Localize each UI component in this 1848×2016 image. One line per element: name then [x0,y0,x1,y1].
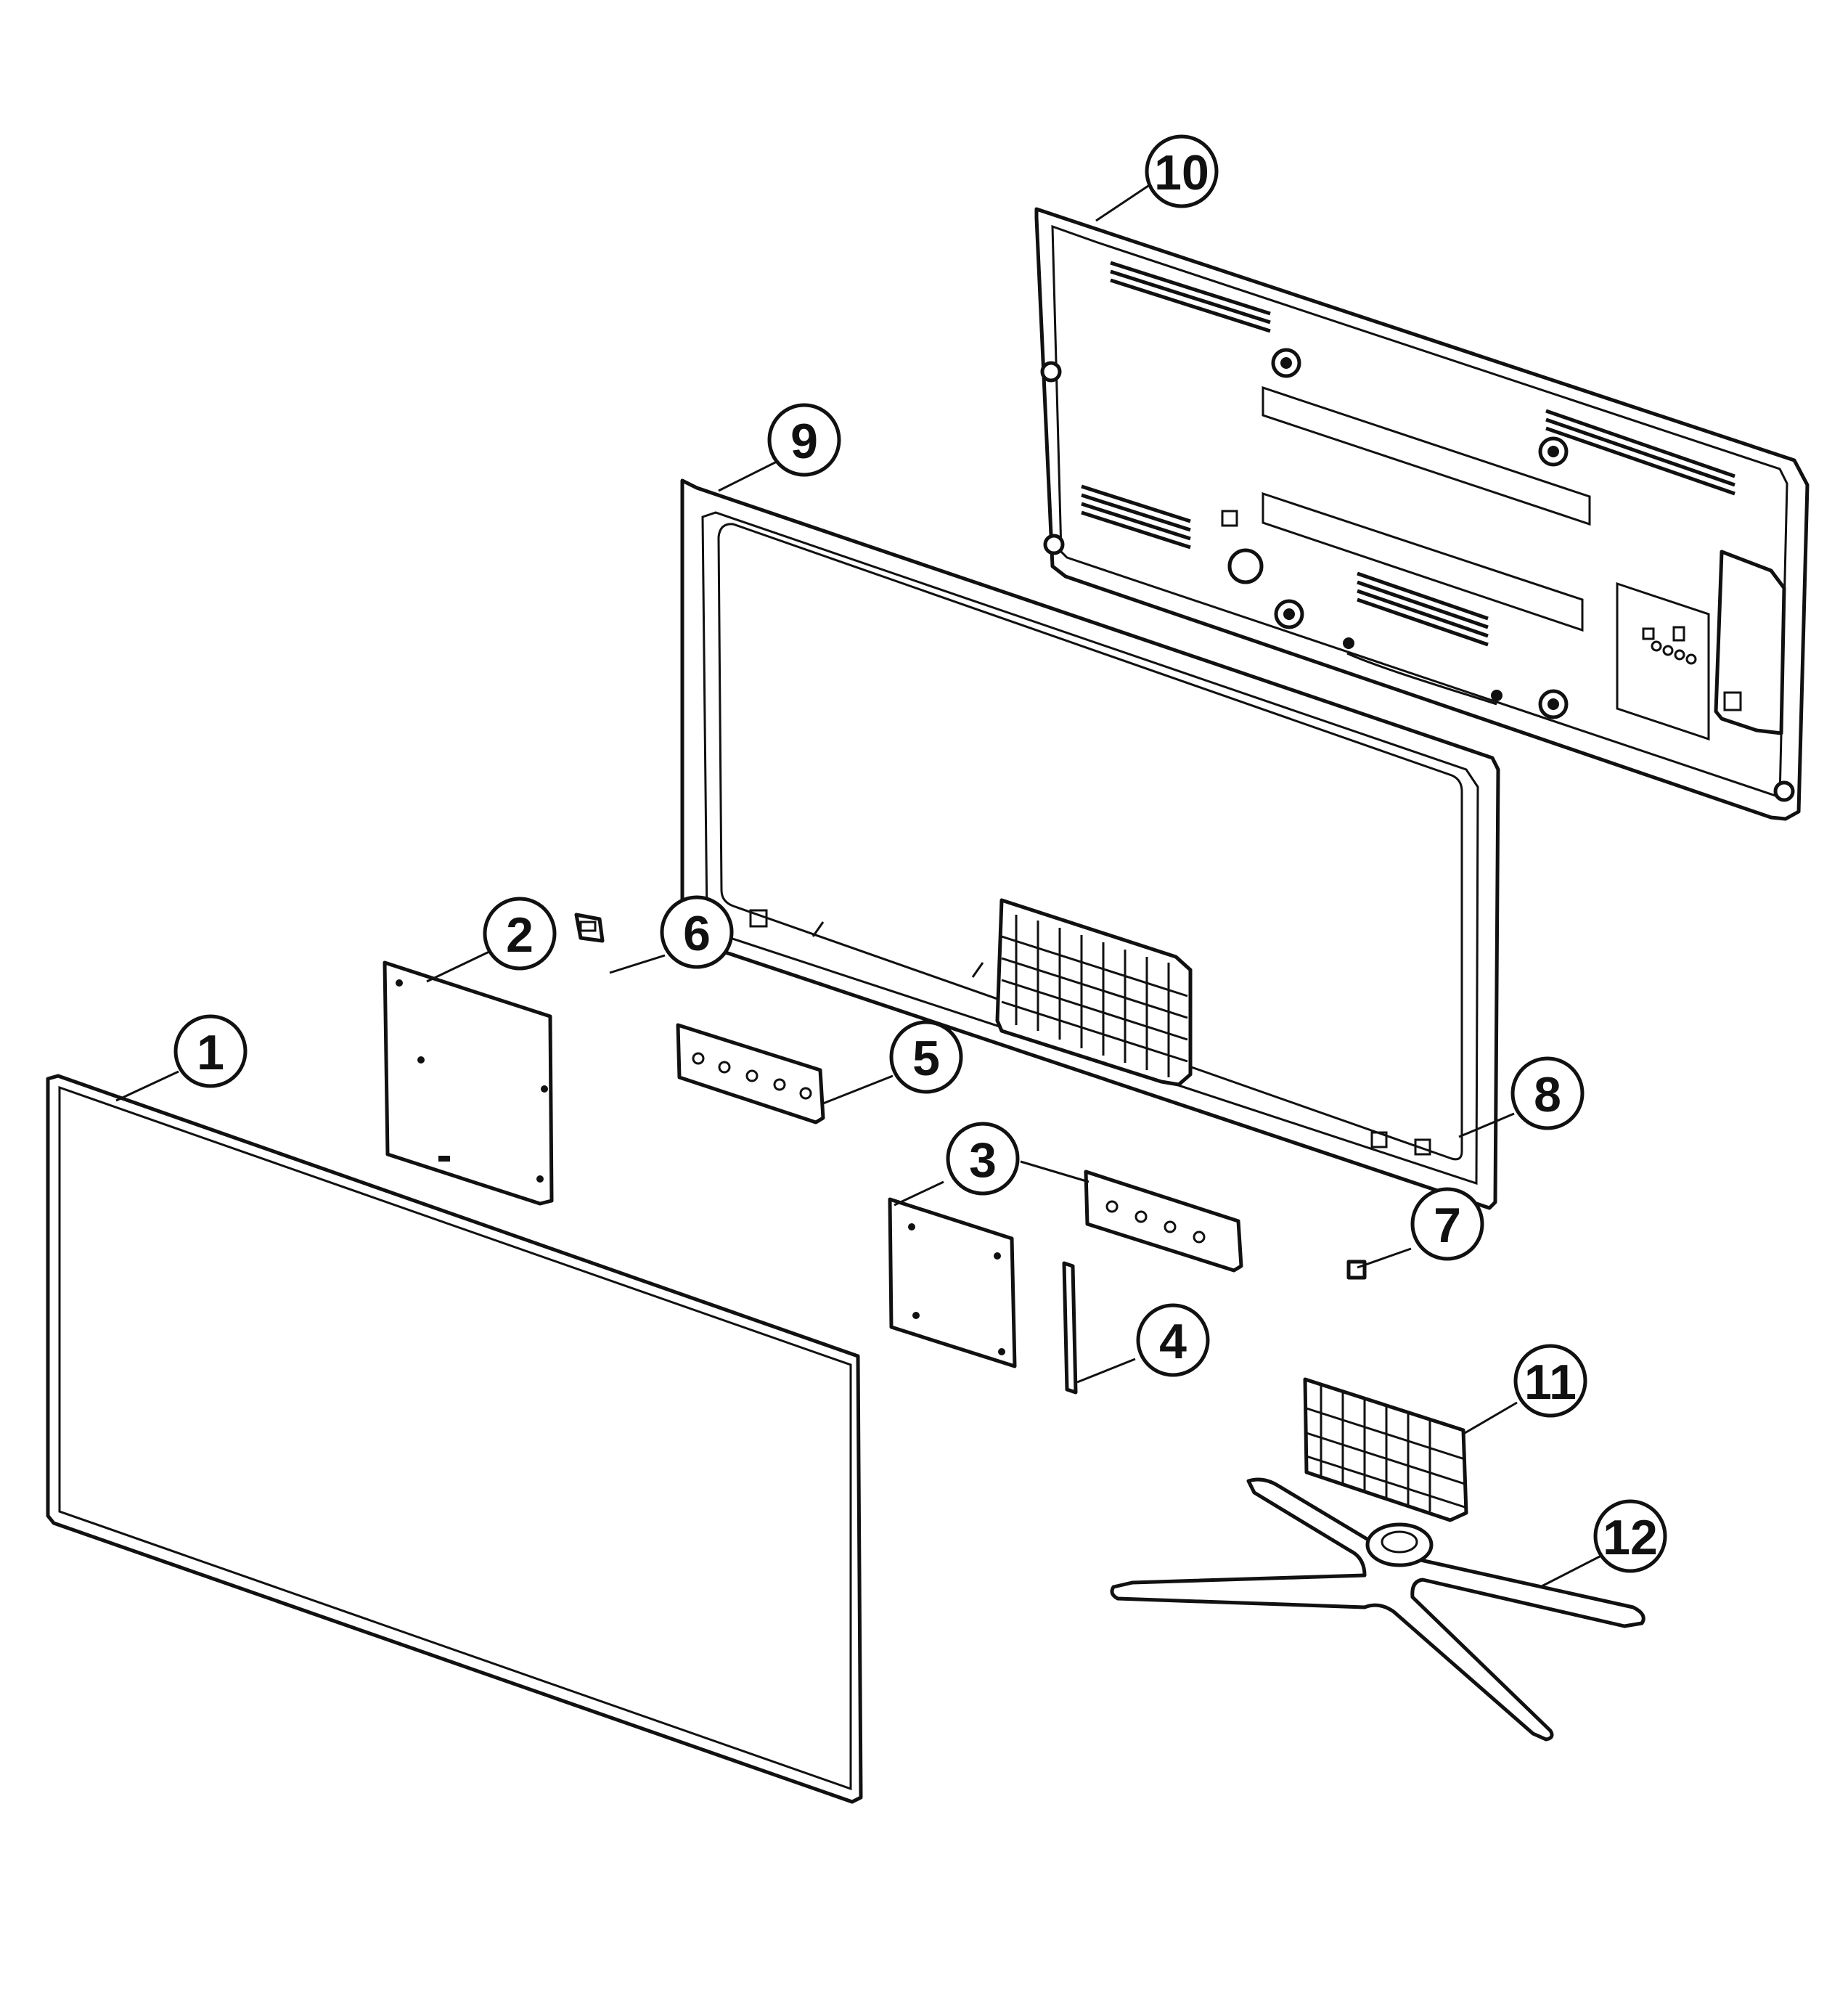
callout-8: 8 [1510,1056,1585,1130]
callout-2-label: 2 [506,907,533,963]
callout-10: 10 [1145,134,1219,208]
board-3-part [888,1170,1243,1368]
callout-10-label: 10 [1154,145,1209,200]
rear-cover-part [1034,207,1810,821]
callout-3: 3 [946,1122,1020,1196]
callout-11: 11 [1513,1344,1587,1418]
callout-11-label: 11 [1524,1355,1577,1410]
callout-4-label: 4 [1159,1314,1187,1369]
vent-slats [1081,261,1735,647]
callout-6: 6 [660,895,734,969]
callout-1: 1 [173,1014,248,1088]
callout-3-label: 3 [969,1133,997,1188]
rail-5-part [676,1023,825,1125]
strip-4-part [1062,1261,1078,1395]
clip-7-part [1346,1260,1367,1280]
callout-9: 9 [767,403,841,477]
frame-stand-mount [995,898,1193,1087]
callout-1-label: 1 [197,1025,224,1080]
callout-6-label: 6 [683,906,711,961]
callout-8-label: 8 [1534,1067,1561,1122]
callout-4: 4 [1136,1303,1210,1377]
callout-12-label: 12 [1603,1510,1658,1565]
callout-5: 5 [889,1020,963,1094]
stand-base-part [1110,1477,1645,1742]
display-panel-part [46,1074,863,1804]
callout-12: 12 [1593,1499,1667,1573]
leader-lines [115,184,1600,1588]
main-board-part [383,960,554,1206]
callout-7-label: 7 [1434,1198,1461,1253]
callout-5-label: 5 [912,1031,940,1086]
small-bracket-part [574,913,605,943]
callout-9-label: 9 [790,414,818,469]
callout-7: 7 [1410,1187,1484,1261]
stand-neck-part [1303,1377,1468,1522]
callout-2: 2 [483,897,557,971]
